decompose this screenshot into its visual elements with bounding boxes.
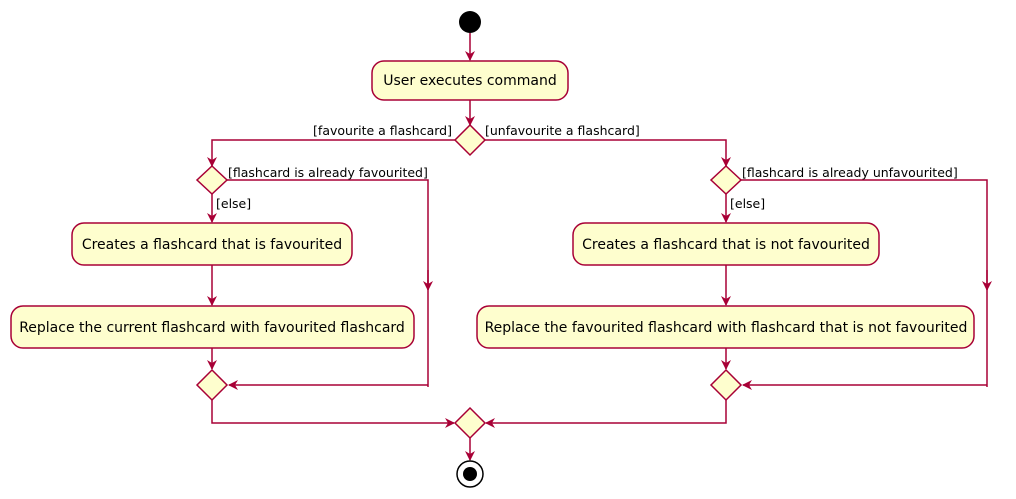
action-replace-favourited: Replace the current flashcard with favou… <box>10 305 415 349</box>
edge-favourite-branch <box>207 139 455 167</box>
guard-already-favourited: [flashcard is already favourited] <box>228 165 428 180</box>
start-node <box>459 11 481 33</box>
action-create-unfavourited: Creates a flashcard that is not favourit… <box>572 222 880 266</box>
action-create-favourited: Creates a flashcard that is favourited <box>71 222 353 266</box>
left-merge-diamond <box>195 368 229 402</box>
main-decision-diamond <box>453 123 487 157</box>
action-replace-favourited-box <box>10 305 415 349</box>
edge-left-merge-to-final <box>211 400 455 428</box>
edge-left-already <box>227 179 429 287</box>
action-create-unfavourited-box <box>572 222 880 266</box>
unfavourited-check-diamond <box>709 164 743 196</box>
edges <box>207 33 988 461</box>
guard-already-unfavourited: [flashcard is already unfavourited] <box>742 165 958 180</box>
edge-right-already <box>741 179 988 387</box>
final-merge-diamond <box>453 406 487 440</box>
edge-right-merge-to-final <box>485 400 727 428</box>
action-create-favourited-label: Creates a flashcard that is favourited <box>82 237 342 253</box>
end-node-inner <box>463 467 477 481</box>
guard-else-right: [else] <box>730 196 765 211</box>
action-execute-box <box>371 60 569 101</box>
action-replace-unfavourited-box <box>476 305 975 349</box>
guard-else-left: [else] <box>216 196 251 211</box>
edge-unfavourite-branch <box>485 139 731 167</box>
action-create-unfavourited-label: Creates a flashcard that is not favourit… <box>582 237 870 253</box>
guard-favourite: [favourite a flashcard] <box>313 123 452 138</box>
guard-unfavourite: [unfavourite a flashcard] <box>485 123 640 138</box>
action-execute-label: User executes command <box>383 73 557 89</box>
already-path-arrows <box>228 270 992 390</box>
right-merge-diamond <box>709 368 743 402</box>
action-replace-unfavourited-label: Replace the favourited flashcard with fl… <box>485 320 968 336</box>
action-execute: User executes command <box>371 60 569 101</box>
action-replace-favourited-label: Replace the current flashcard with favou… <box>19 320 405 336</box>
favourited-check-diamond <box>195 164 229 196</box>
action-replace-unfavourited: Replace the favourited flashcard with fl… <box>476 305 975 349</box>
action-create-favourited-box <box>71 222 353 266</box>
